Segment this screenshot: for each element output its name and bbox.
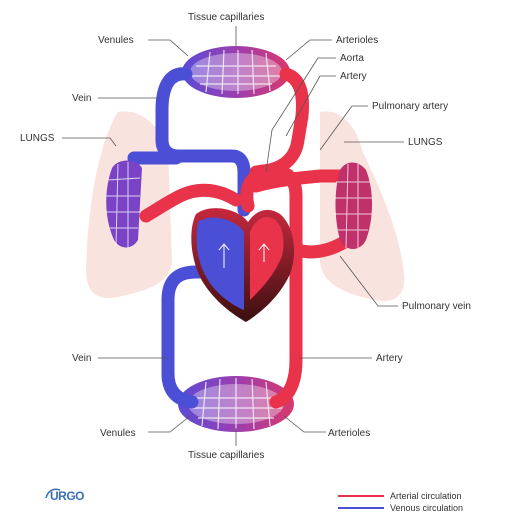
tissue-capillaries-bottom-label: Tissue capillaries bbox=[188, 450, 264, 461]
artery-top-label: Artery bbox=[340, 71, 367, 82]
tissue-capillaries-top-label: Tissue capillaries bbox=[188, 12, 264, 23]
pulmonary-vein-label: Pulmonary vein bbox=[402, 301, 471, 312]
legend-venous-label: Venous circulation bbox=[390, 503, 463, 512]
lungs-right-label: LUNGS bbox=[408, 137, 443, 148]
legend-arterial-label: Arterial circulation bbox=[390, 491, 462, 501]
vein-bottom-label: Vein bbox=[72, 353, 91, 364]
artery-bottom-label: Artery bbox=[376, 353, 403, 364]
venules-bottom-label: Venules bbox=[100, 428, 136, 439]
arterioles-bottom-label: Arterioles bbox=[328, 428, 370, 439]
legend: Arterial circulation Venous circulation bbox=[338, 491, 463, 512]
arterioles-top-label: Arterioles bbox=[336, 35, 378, 46]
right-heart-label-line2: HEART bbox=[206, 329, 231, 336]
urgo-logo: URGO bbox=[46, 489, 84, 503]
left-heart-label-line1: LEFT bbox=[252, 320, 270, 327]
right-heart-label-line1: RIGHT bbox=[206, 320, 229, 327]
lungs-left-label: LUNGS bbox=[20, 133, 55, 144]
venules-top-label: Venules bbox=[98, 35, 134, 46]
right-lung-capillaries bbox=[334, 163, 372, 250]
left-heart-label-line2: HEART bbox=[252, 329, 277, 336]
heart: RIGHT HEART LEFT HEART bbox=[191, 208, 294, 336]
vein-top-label: Vein bbox=[72, 93, 91, 104]
top-capillary-bed bbox=[182, 46, 290, 98]
aorta-label: Aorta bbox=[340, 53, 364, 64]
logo-text: URGO bbox=[50, 489, 84, 503]
pulmonary-artery-label: Pulmonary artery bbox=[372, 101, 448, 112]
